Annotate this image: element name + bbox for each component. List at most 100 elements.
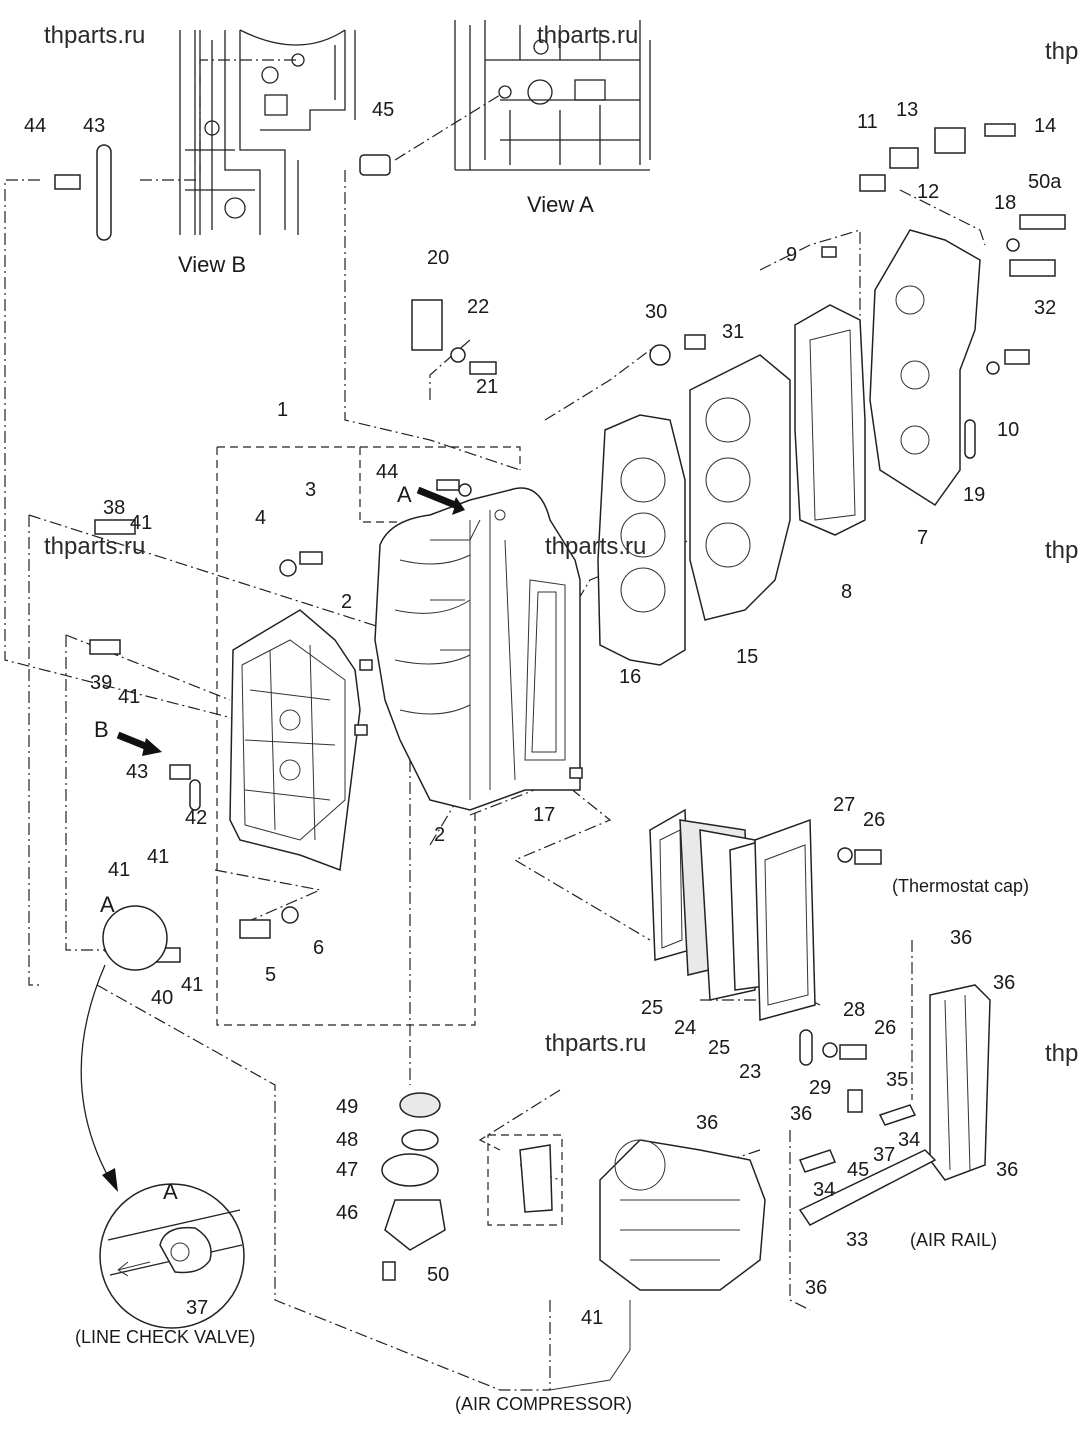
callout-35: 35 (886, 1069, 909, 1091)
callout-47: 47 (336, 1159, 359, 1181)
callout-31: 31 (722, 321, 745, 343)
callout-8: 8 (841, 581, 853, 603)
callout-27: 27 (833, 794, 856, 816)
callout-24: 24 (674, 1017, 697, 1039)
arrow-a-letter: A (397, 482, 412, 507)
callout-14: 14 (1034, 115, 1057, 137)
callout-44: 44 (24, 115, 47, 137)
leader-lines (4, 59, 986, 1391)
callout-6: 6 (313, 937, 325, 959)
callout-4: 4 (255, 507, 267, 529)
callout-36: 36 (790, 1103, 813, 1125)
callout-45: 45 (847, 1159, 870, 1181)
callout-29: 29 (809, 1077, 832, 1099)
callout-44: 44 (376, 461, 399, 483)
callout-43: 43 (126, 761, 149, 783)
watermark: thparts.ru (537, 22, 639, 49)
callout-36: 36 (996, 1159, 1019, 1181)
callout-49: 49 (336, 1096, 359, 1118)
detail-a-magnifier (80, 905, 245, 1329)
detail-a-title: A (163, 1179, 178, 1204)
cylinder-block (374, 487, 581, 811)
detail-a-part: 37 (186, 1297, 209, 1319)
housing-parts (381, 1092, 563, 1281)
callout-41: 41 (147, 846, 170, 868)
watermark: thp (1045, 537, 1079, 564)
caption-thermostat-cap: (Thermostat cap) (892, 876, 1030, 896)
callout-36: 36 (993, 972, 1016, 994)
callout-9: 9 (786, 244, 798, 266)
callout-15: 15 (736, 646, 759, 668)
exhaust-plate-group (649, 808, 816, 1021)
callout-42: 42 (185, 807, 208, 829)
callout-18: 18 (994, 192, 1017, 214)
callout-21: 21 (476, 376, 499, 398)
callout-16: 16 (619, 666, 642, 688)
arrow-b-letter: B (94, 717, 109, 742)
air-compressor (549, 1139, 766, 1391)
view-a-inset (454, 20, 651, 171)
callout-32: 32 (1034, 297, 1057, 319)
caption-air-compressor: (AIR COMPRESSOR) (455, 1394, 633, 1414)
callout-38: 38 (103, 497, 126, 519)
callout-41: 41 (118, 686, 141, 708)
callout-11: 11 (857, 111, 878, 133)
watermark: thparts.ru (545, 533, 647, 560)
callout-3: 3 (305, 479, 317, 501)
view-b-inset (179, 29, 356, 235)
callout-41: 41 (108, 859, 131, 881)
watermark: thparts.ru (44, 22, 146, 49)
callout-28: 28 (843, 999, 866, 1021)
callout-50: 50 (427, 1264, 450, 1286)
callout-30: 30 (645, 301, 668, 323)
callout-33: 33 (846, 1229, 869, 1251)
caption-line-check-valve: (LINE CHECK VALVE) (75, 1327, 256, 1347)
callout-34: 34 (813, 1179, 836, 1201)
callout-45: 45 (372, 99, 395, 121)
callout-17: 17 (533, 804, 556, 826)
callout-10: 10 (997, 419, 1020, 441)
crankcase-cover (229, 609, 361, 872)
callout-46: 46 (336, 1202, 359, 1224)
watermark: thp (1045, 38, 1079, 65)
callout-22: 22 (467, 296, 490, 318)
callout-13: 13 (896, 99, 919, 121)
cylinder-head-group (597, 229, 981, 666)
callout-36: 36 (950, 927, 973, 949)
callout-25: 25 (641, 997, 664, 1019)
callout-26: 26 (874, 1017, 897, 1039)
callout-19: 19 (963, 484, 986, 506)
watermark: thp (1045, 1040, 1079, 1067)
callout-5: 5 (265, 964, 277, 986)
view-b-label: View B (178, 252, 247, 277)
callout-50a: 50a (1028, 171, 1062, 193)
watermark: thparts.ru (545, 1030, 647, 1057)
callout-1: 1 (277, 399, 289, 421)
caption-air-rail: (AIR RAIL) (910, 1230, 998, 1250)
callout-20: 20 (427, 247, 450, 269)
callout-36: 36 (696, 1112, 719, 1134)
callout-43: 43 (83, 115, 106, 137)
view-a-label: View A (527, 192, 594, 217)
callout-2: 2 (341, 591, 353, 613)
callout-26: 26 (863, 809, 886, 831)
air-rail-group (798, 984, 991, 1226)
callout-39: 39 (90, 672, 113, 694)
detail-a-marker: A (100, 892, 115, 917)
callout-34: 34 (898, 1129, 921, 1151)
watermark: thparts.ru (44, 533, 146, 560)
callout-48: 48 (336, 1129, 359, 1151)
callout-41: 41 (581, 1307, 604, 1329)
callout-7: 7 (917, 527, 929, 549)
callout-2: 2 (434, 824, 446, 846)
callout-40: 40 (151, 987, 174, 1009)
callout-41: 41 (181, 974, 204, 996)
callout-37: 37 (873, 1144, 896, 1166)
callout-25: 25 (708, 1037, 731, 1059)
callout-41: 41 (130, 512, 153, 534)
assy-box-outline (217, 446, 465, 523)
callout-23: 23 (739, 1061, 762, 1083)
callout-12: 12 (917, 181, 940, 203)
